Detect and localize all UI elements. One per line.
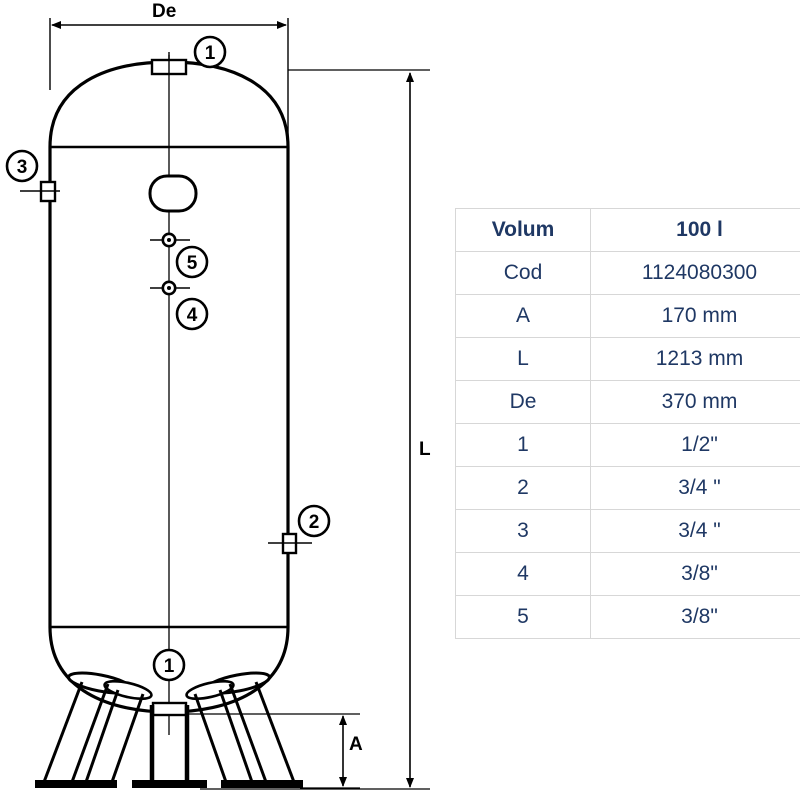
dimension-label-l: L xyxy=(419,439,431,460)
spec-row-key: Volum xyxy=(455,208,591,252)
support-legs xyxy=(35,671,303,788)
spec-row-value: 3/4 " xyxy=(590,466,800,510)
inspection-oval xyxy=(148,174,198,213)
leg-baseplate-right xyxy=(221,780,303,788)
dimension-label-a: A xyxy=(349,734,363,755)
spec-row-value: 3/8" xyxy=(590,595,800,639)
drain-flange xyxy=(151,701,188,717)
balloon-3-left: 3 xyxy=(5,149,39,183)
port-3-left-side xyxy=(20,180,60,203)
svg-text:3: 3 xyxy=(17,157,28,178)
spec-row-value: 3/4 " xyxy=(590,509,800,553)
spec-row-key: Cod xyxy=(455,251,591,295)
spec-row-key: 4 xyxy=(455,552,591,596)
spec-row-key: 5 xyxy=(455,595,591,639)
balloon-5-center: 5 xyxy=(175,245,209,279)
dimension-label-de: De xyxy=(152,1,177,22)
balloon-1-bottom: 1 xyxy=(152,648,186,682)
svg-text:5: 5 xyxy=(187,253,198,274)
balloon-4-center: 4 xyxy=(175,297,209,331)
leg-baseplate-center xyxy=(132,780,207,788)
spec-row-key: L xyxy=(455,337,591,381)
spec-row-key: 3 xyxy=(455,509,591,553)
balloon-2-right: 2 xyxy=(297,504,331,538)
spec-row-value: 3/8" xyxy=(590,552,800,596)
svg-text:4: 4 xyxy=(187,305,198,326)
spec-row-key: 1 xyxy=(455,423,591,467)
spec-row-value: 170 mm xyxy=(590,294,800,338)
svg-text:2: 2 xyxy=(309,512,320,533)
port-4-centerline xyxy=(150,280,190,296)
spec-row-value: 1124080300 xyxy=(590,251,800,295)
svg-text:1: 1 xyxy=(205,43,216,64)
spec-row-value: 100 l xyxy=(590,208,800,252)
svg-text:1: 1 xyxy=(164,656,175,677)
leg-baseplate-left xyxy=(35,780,117,788)
spec-row-value: 1213 mm xyxy=(590,337,800,381)
balloon-1-top: 1 xyxy=(193,35,227,69)
spec-row-value: 1/2" xyxy=(590,423,800,467)
port-2-right-side xyxy=(268,532,312,555)
spec-row-key: De xyxy=(455,380,591,424)
spec-row-key: 2 xyxy=(455,466,591,510)
port-1-top-nozzle xyxy=(150,52,188,76)
spec-row-value: 370 mm xyxy=(590,380,800,424)
spec-row-key: A xyxy=(455,294,591,338)
dimension-l xyxy=(200,69,430,790)
port-5-centerline xyxy=(150,232,190,248)
